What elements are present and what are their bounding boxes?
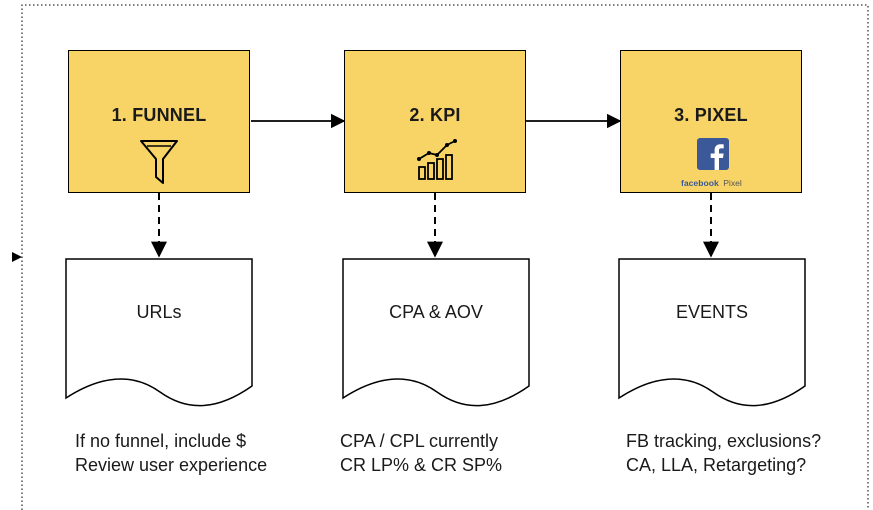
incoming-arrow-icon: [12, 252, 22, 262]
step-box-kpi: 2. KPI: [344, 50, 526, 193]
notes-pixel: FB tracking, exclusions? CA, LLA, Retarg…: [626, 429, 821, 477]
pixel-wordmark: Pixel: [723, 178, 742, 188]
document-label-cpa-aov: CPA & AOV: [389, 302, 483, 322]
facebook-pixel-logo: facebook Pixel: [681, 173, 761, 191]
notes-kpi: CPA / CPL currently CR LP% & CR SP%: [340, 429, 502, 477]
facebook-f-icon: [697, 138, 729, 170]
step-title: 2. KPI: [409, 105, 461, 125]
document-label-events: EVENTS: [675, 302, 749, 322]
note-line: CPA / CPL currently: [340, 431, 499, 451]
step-title: 3. PIXEL: [674, 105, 748, 125]
document-shape-urls: [65, 258, 253, 407]
note-line: Review user experience: [75, 455, 268, 475]
note-line: CA, LLA, Retargeting?: [626, 455, 807, 475]
dotted-container-frame: [21, 4, 869, 510]
step-box-funnel: 1. FUNNEL: [68, 50, 250, 193]
document-shape-cpa-aov: [342, 258, 530, 407]
rising-bar-chart-icon: [417, 139, 457, 180]
note-line: If no funnel, include $: [75, 431, 247, 451]
note-line: FB tracking, exclusions?: [626, 431, 822, 451]
facebook-wordmark: facebook: [681, 178, 719, 188]
document-label-urls: URLs: [136, 302, 182, 322]
funnel-icon: [140, 140, 178, 184]
step-title: 1. FUNNEL: [111, 105, 207, 125]
note-line: CR LP% & CR SP%: [340, 455, 503, 475]
notes-funnel: If no funnel, include $ Review user expe…: [75, 429, 267, 477]
step-box-pixel: 3. PIXEL facebook Pixel: [620, 50, 802, 193]
document-shape-events: [618, 258, 806, 407]
